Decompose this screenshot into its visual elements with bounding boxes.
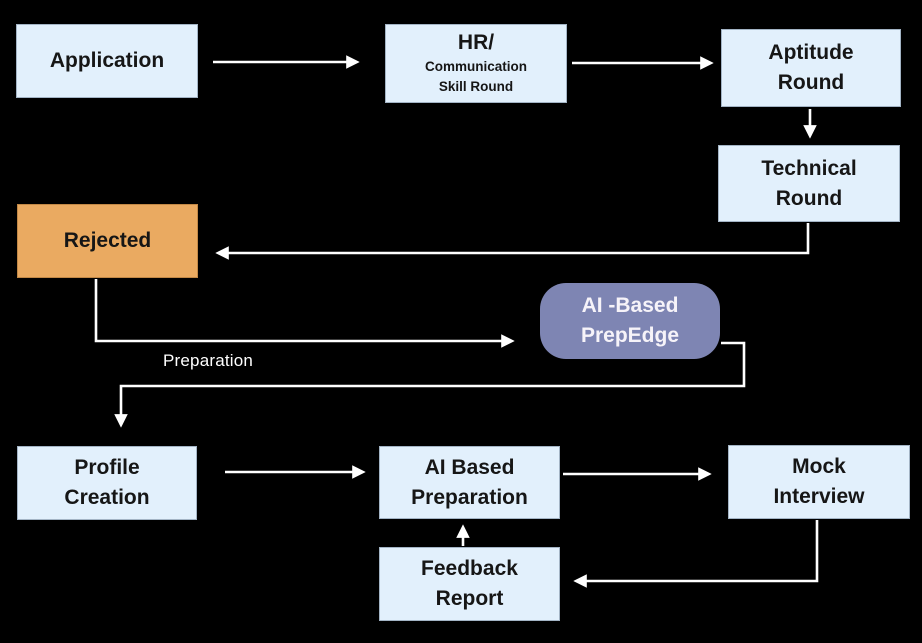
node-rejected-label: Rejected bbox=[63, 229, 152, 253]
arrow-mock-to-feedback bbox=[573, 520, 819, 588]
node-prepedge-line1: AI -Based bbox=[581, 294, 679, 318]
node-profile-line1: Profile bbox=[74, 456, 140, 480]
node-hr-subtitle-line1: Communication bbox=[424, 58, 527, 74]
node-ai-based-prepedge: AI -Based PrepEdge bbox=[540, 283, 720, 359]
node-aptitude-line2: Round bbox=[777, 71, 845, 94]
node-technical-line2: Round bbox=[775, 186, 843, 210]
node-profile-line2: Creation bbox=[64, 486, 150, 509]
node-mock-interview: Mock Interview bbox=[728, 445, 910, 519]
node-hr-communication-round: HR/ Communication Skill Round bbox=[385, 24, 567, 103]
node-application: Application bbox=[16, 24, 198, 98]
arrow-technical-to-rejected bbox=[215, 223, 810, 260]
node-mock-line2: Interview bbox=[773, 485, 865, 508]
node-technical-round: Technical Round bbox=[718, 145, 900, 222]
node-technical-line1: Technical bbox=[761, 156, 857, 180]
node-profile-creation: Profile Creation bbox=[17, 446, 197, 520]
node-feedback-report: Feedback Report bbox=[379, 547, 560, 621]
edge-label-preparation: Preparation bbox=[163, 351, 254, 370]
node-hr-subtitle-line2: Skill Round bbox=[438, 78, 514, 94]
node-aiprep-line2: Preparation bbox=[411, 485, 528, 509]
arrow-rejected-to-prepedge bbox=[94, 279, 515, 348]
node-aiprep-line1: AI Based bbox=[424, 455, 515, 479]
node-rejected: Rejected bbox=[17, 204, 198, 278]
node-ai-based-preparation: AI Based Preparation bbox=[379, 446, 560, 519]
node-aptitude-round: Aptitude Round bbox=[721, 29, 901, 107]
node-feedback-line1: Feedback bbox=[421, 557, 518, 581]
node-aptitude-line1: Aptitude bbox=[768, 41, 854, 65]
node-application-label: Application bbox=[49, 49, 165, 73]
node-hr-title: HR/ bbox=[457, 30, 495, 54]
node-feedback-line2: Report bbox=[435, 587, 504, 610]
node-mock-line1: Mock bbox=[792, 455, 846, 479]
node-prepedge-line2: PrepEdge bbox=[580, 324, 680, 347]
